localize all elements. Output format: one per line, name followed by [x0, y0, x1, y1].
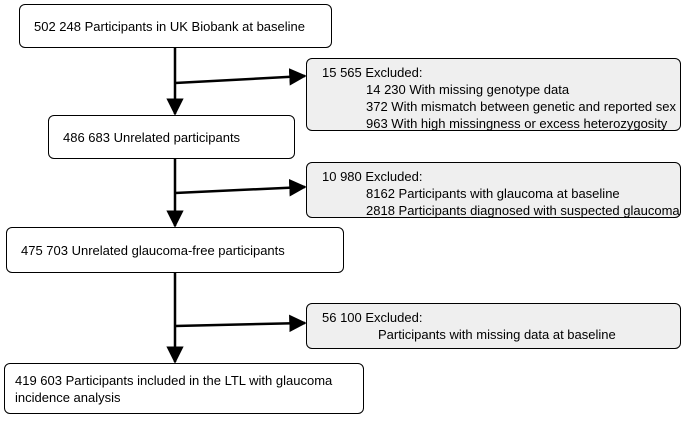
- arrow-to-exclusion3: [174, 314, 307, 333]
- step2-box: 486 683 Unrelated participants: [48, 115, 295, 159]
- exclusion3-item: Participants with missing data at baseli…: [378, 327, 616, 342]
- arrow-to-exclusion1: [174, 68, 307, 86]
- exclusion2-title: 10 980 Excluded:: [322, 169, 423, 184]
- step1-box: 502 248 Participants in UK Biobank at ba…: [19, 4, 332, 48]
- step3-text: 475 703 Unrelated glaucoma-free particip…: [21, 242, 285, 258]
- step3-box: 475 703 Unrelated glaucoma-free particip…: [6, 227, 344, 273]
- exclusion2-box: 10 980 Excluded: 8162 Participants with …: [306, 162, 681, 218]
- step4-text-line1: 419 603 Participants included in the LTL…: [15, 373, 333, 388]
- exclusion1-item: 372 With mismatch between genetic and re…: [366, 99, 677, 114]
- exclusion1-box: 15 565 Excluded: 14 230 With missing gen…: [306, 58, 681, 131]
- exclusion1-title: 15 565 Excluded:: [322, 65, 423, 80]
- exclusion2-item: 8162 Participants with glaucoma at basel…: [366, 186, 620, 201]
- exclusion1-item: 963 With high missingness or excess hete…: [366, 116, 668, 131]
- arrow-to-exclusion2: [174, 178, 307, 197]
- exclusion3-title: 56 100 Excluded:: [322, 310, 423, 325]
- exclusion1-item: 14 230 With missing genotype data: [366, 82, 570, 97]
- step2-text: 486 683 Unrelated participants: [63, 129, 241, 145]
- exclusion2-item: 2818 Participants diagnosed with suspect…: [366, 203, 680, 218]
- step4-box: 419 603 Participants included in the LTL…: [4, 363, 364, 414]
- step1-text: 502 248 Participants in UK Biobank at ba…: [34, 18, 306, 34]
- step4-text-line2: incidence analysis: [15, 390, 121, 405]
- exclusion3-box: 56 100 Excluded: Participants with missi…: [306, 303, 681, 349]
